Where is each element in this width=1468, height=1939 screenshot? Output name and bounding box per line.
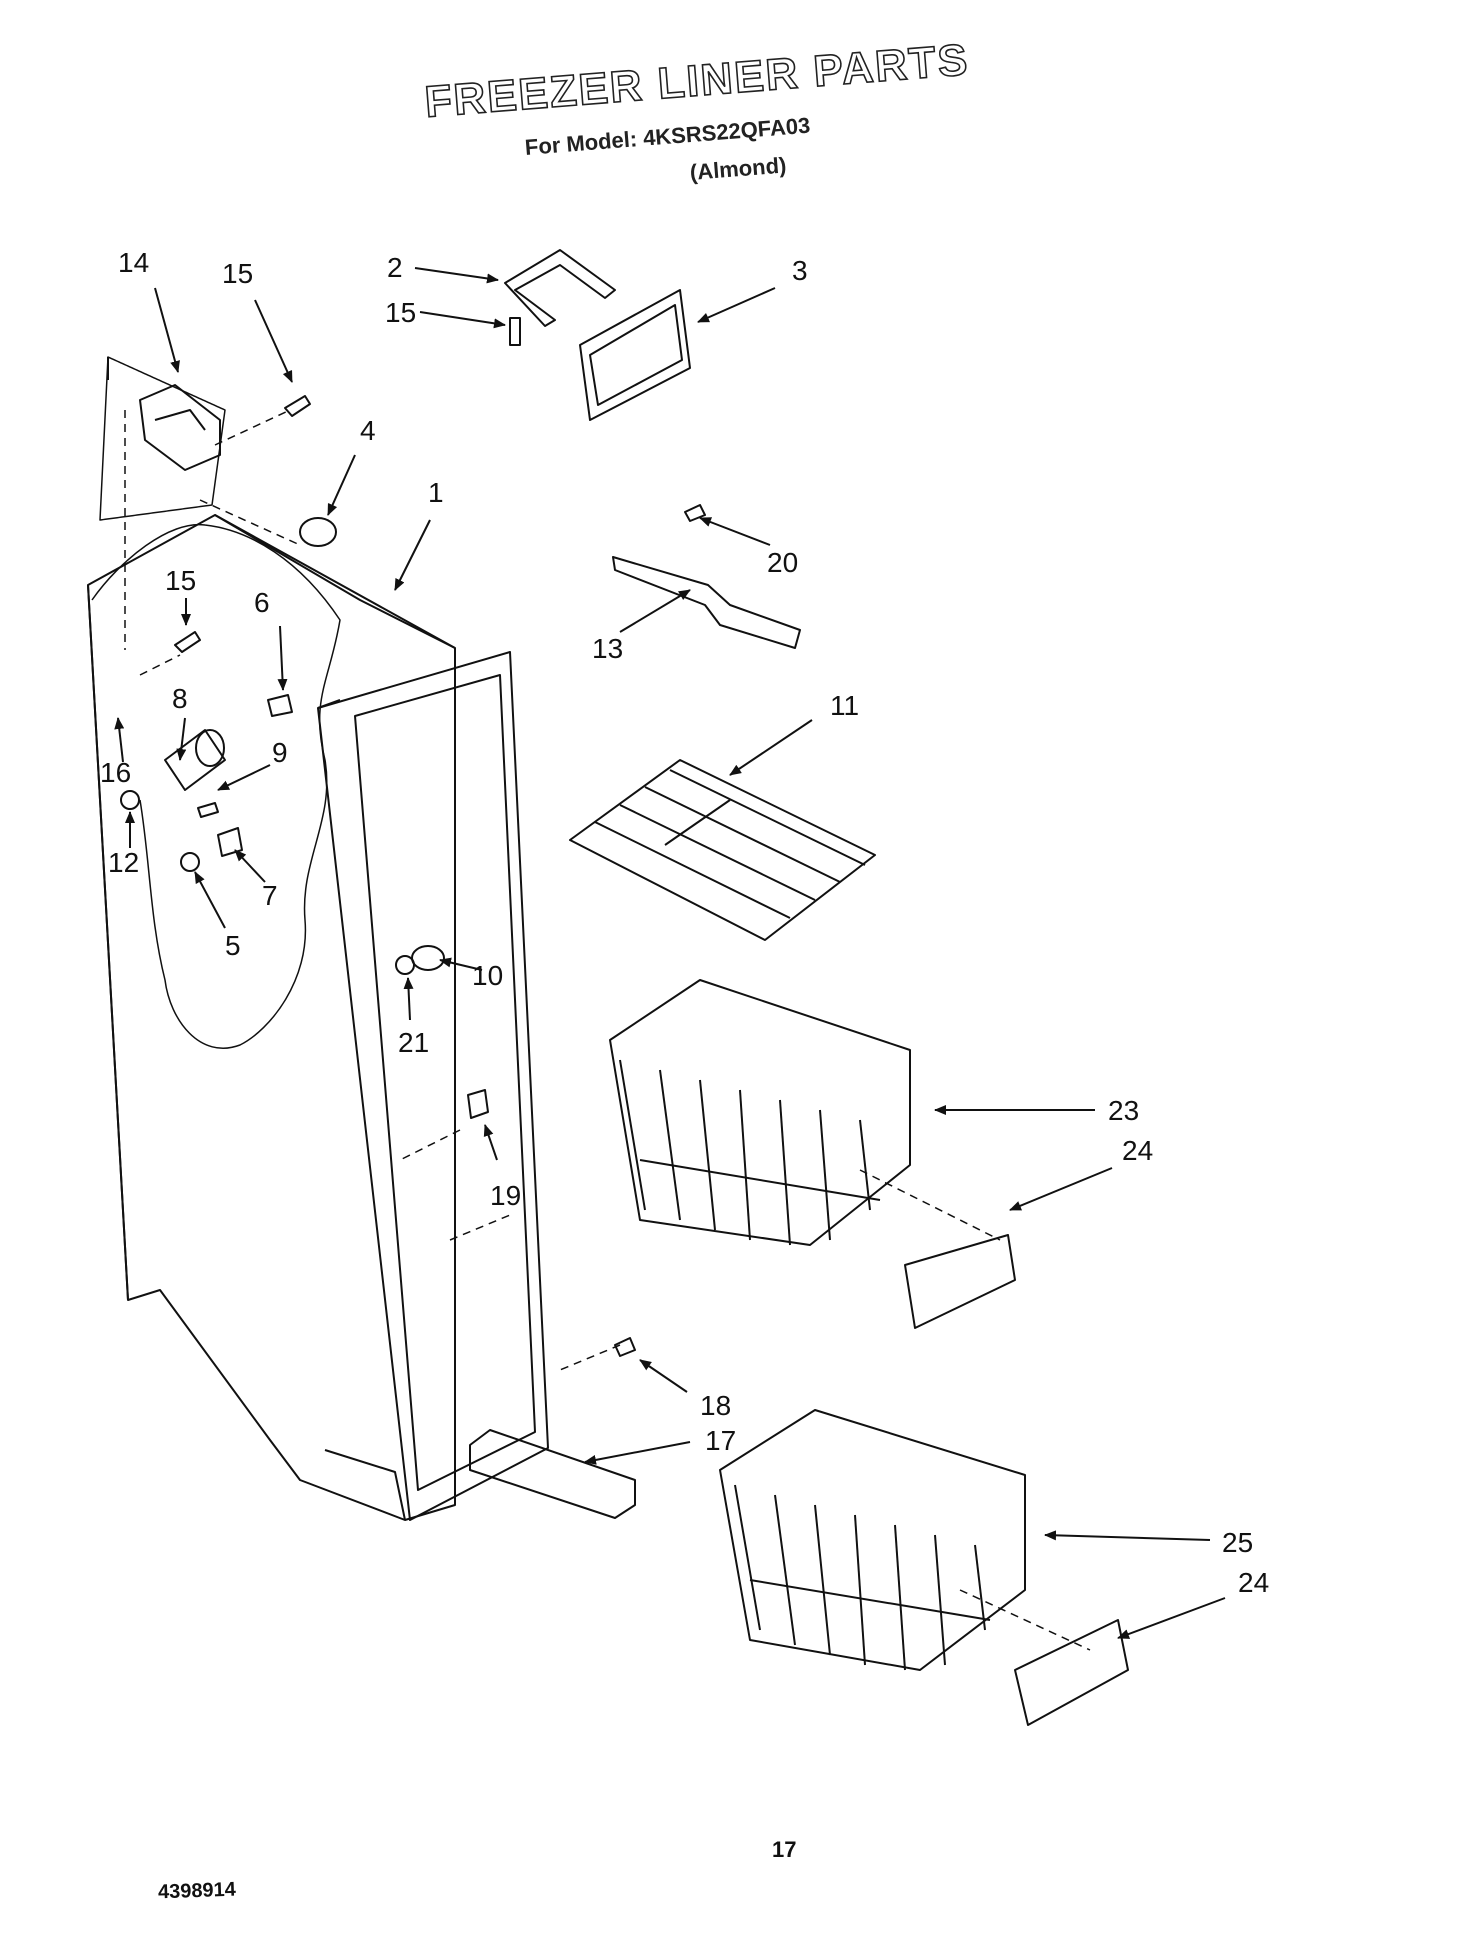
callout-10: 10: [472, 960, 503, 991]
pin-part-9: [197, 802, 219, 818]
clamp-part-7: [217, 827, 243, 857]
thermostat-part-8: [164, 729, 226, 791]
screw-part-20: [684, 504, 706, 522]
callout-15-bracket: 15: [385, 297, 416, 328]
callout-12: 12: [108, 847, 139, 878]
callout-3: 3: [792, 255, 808, 286]
screw-part-5: [180, 852, 200, 872]
callout-24-lower: 24: [1238, 1567, 1269, 1598]
basket-front-part-24-lower: [1014, 1619, 1129, 1726]
bracket-part-14: [139, 384, 221, 471]
callout-25: 25: [1222, 1527, 1253, 1558]
callout-23: 23: [1108, 1095, 1139, 1126]
freezer-liner-body: [87, 514, 456, 1521]
page-number: 17: [772, 1837, 797, 1862]
callout-9: 9: [272, 737, 288, 768]
callout-13: 13: [592, 633, 623, 664]
basket-part-25: [719, 1409, 1026, 1671]
screw-part-15-mid: [174, 631, 201, 653]
screw-part-18: [614, 1337, 636, 1357]
screw-part-12: [120, 790, 140, 810]
callout-21: 21: [398, 1027, 429, 1058]
callout-24-upper: 24: [1122, 1135, 1153, 1166]
support-part-13: [612, 556, 801, 649]
liner-back-panel: [99, 356, 226, 521]
wire-shelf-part-11: [569, 759, 876, 941]
callout-2: 2: [387, 252, 403, 283]
callout-7: 7: [262, 880, 278, 911]
vent-part-17: [469, 1429, 636, 1519]
light-shield-part-3: [579, 289, 691, 421]
leader-lines: [124, 409, 1091, 1651]
screw-part-21: [395, 955, 415, 975]
callout-6: 6: [254, 587, 270, 618]
callout-17: 17: [705, 1425, 736, 1456]
callout-14: 14: [118, 247, 149, 278]
screw-part-15-bracket: [509, 317, 521, 346]
callout-15-mid: 15: [165, 565, 196, 596]
brace-part-2: [504, 249, 616, 327]
wire-harness: [91, 523, 341, 1049]
callout-arrows: [114, 267, 1226, 1639]
callout-11: 11: [830, 690, 859, 721]
callout-labels: 14 15 2 15 3 4 1 20 13 15 6 8 11 9 16 12…: [100, 247, 1269, 1598]
callout-5: 5: [225, 930, 241, 961]
callout-1: 1: [428, 477, 444, 508]
callout-19: 19: [490, 1180, 521, 1211]
callout-15-top: 15: [222, 258, 253, 289]
callout-16: 16: [100, 757, 131, 788]
liner-front-flange: [317, 651, 549, 1521]
document-number: 4398914: [157, 1878, 237, 1904]
screw-part-15-top: [284, 395, 311, 417]
grommet-part-10: [411, 945, 445, 971]
basket-part-23: [609, 979, 911, 1246]
clip-part-6: [267, 694, 293, 717]
basket-front-part-24-upper: [904, 1234, 1016, 1329]
switch-part-19: [467, 1089, 489, 1119]
callout-18: 18: [700, 1390, 731, 1421]
callout-4: 4: [360, 415, 376, 446]
callout-20: 20: [767, 547, 798, 578]
callout-8: 8: [172, 683, 188, 714]
grommet-part-4: [299, 517, 337, 547]
